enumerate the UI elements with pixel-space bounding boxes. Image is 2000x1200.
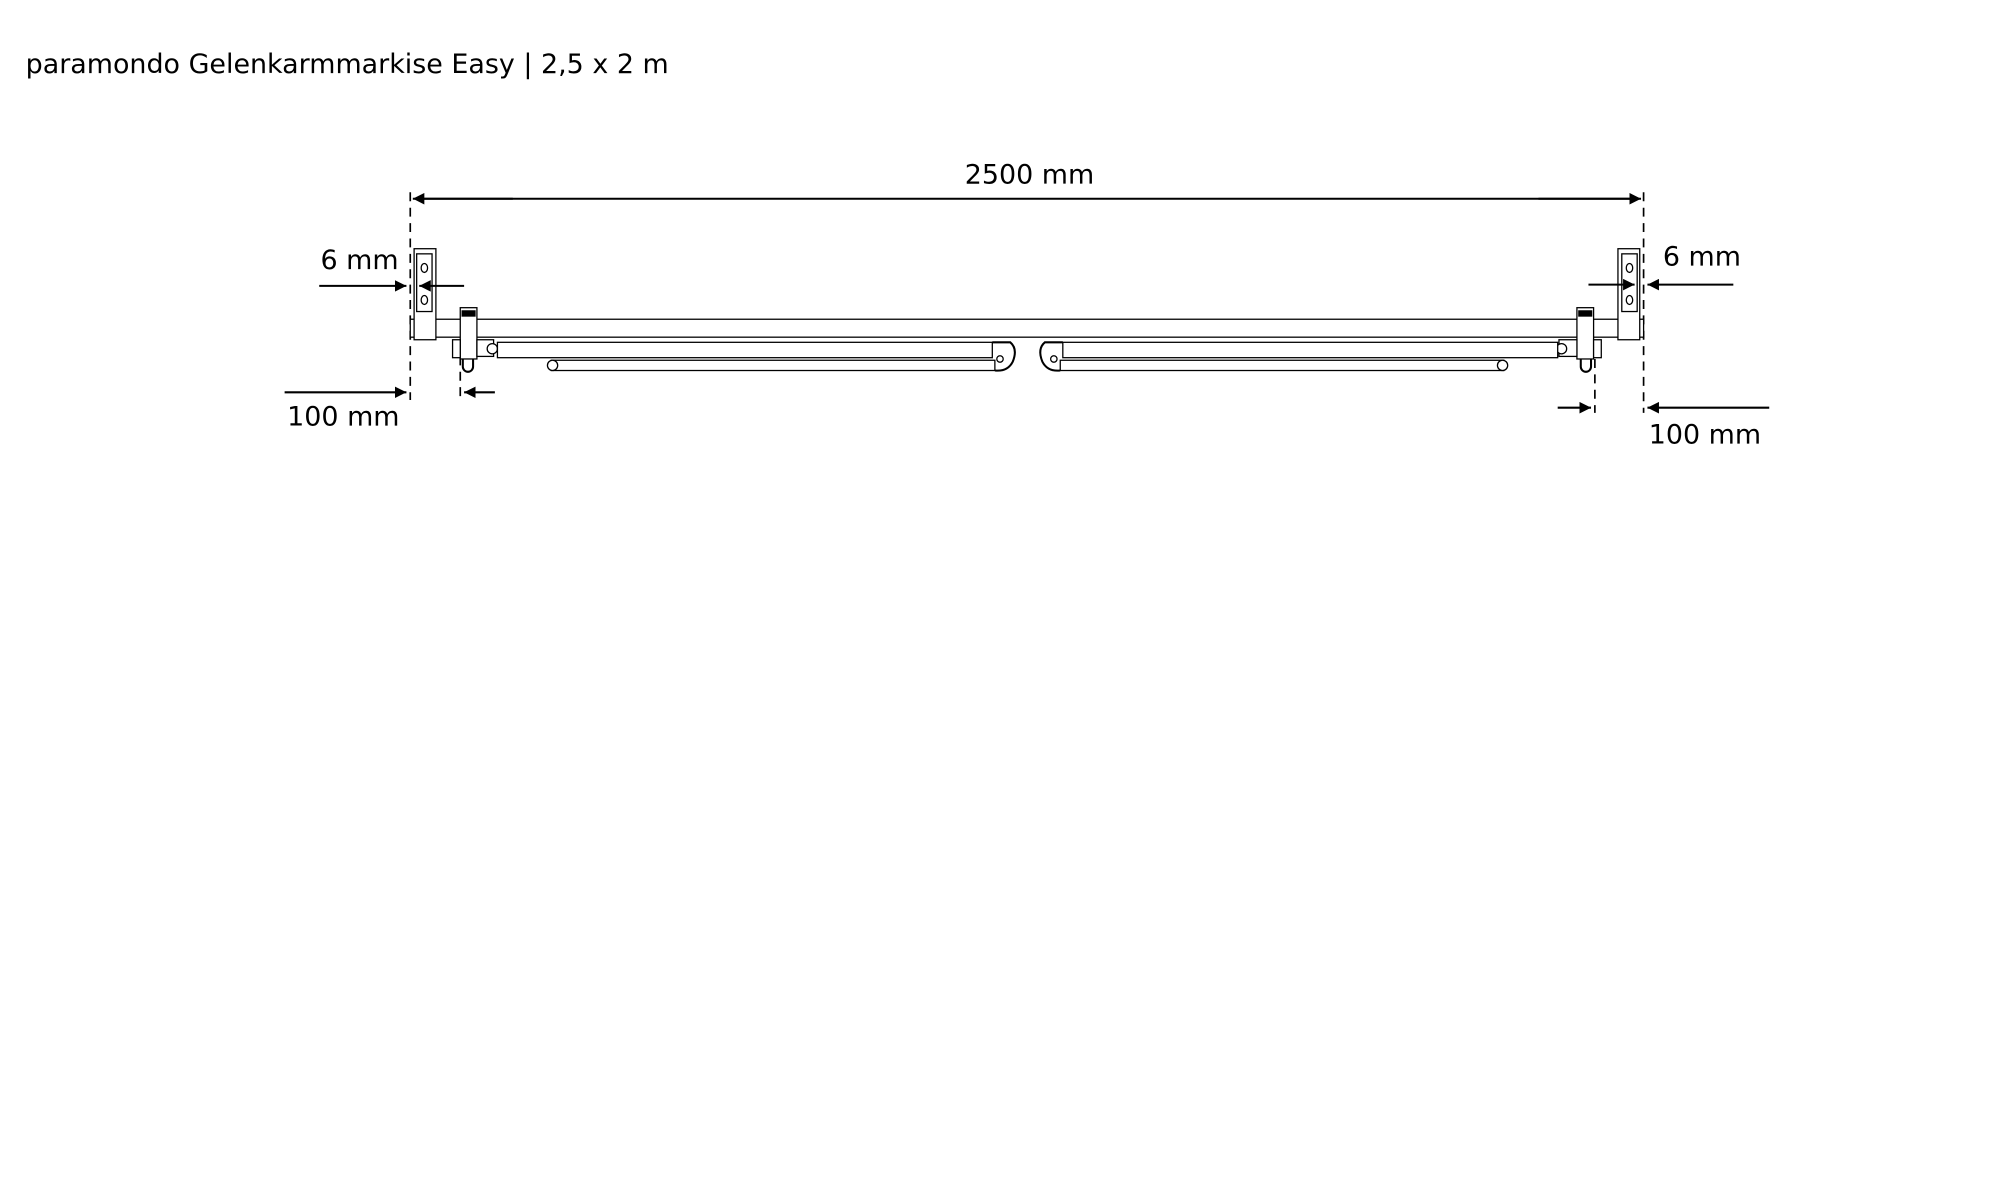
total-width-label: 2500 mm (965, 159, 1094, 190)
right-arm-offset-label: 100 mm (1649, 420, 1761, 451)
awning-cassette-bar (409, 318, 1645, 338)
left-folding-arm (496, 341, 1016, 372)
right-arm-offset-dimension: 100 mm (1557, 401, 1770, 451)
left-wall-bracket (413, 248, 437, 341)
left-bracket-offset-label: 6 mm (321, 245, 399, 276)
right-bracket-offset-label: 6 mm (1663, 241, 1741, 272)
right-arm-mount (1555, 307, 1602, 373)
left-bracket-offset-dimension: 6 mm (319, 245, 465, 292)
right-folding-arm (1039, 341, 1559, 372)
right-bracket-offset-dimension: 6 mm (1588, 241, 1741, 291)
right-wall-bracket (1617, 248, 1641, 341)
left-arm-mount (451, 307, 499, 373)
left-arm-offset-dimension: 100 mm (284, 386, 495, 433)
page-title: paramondo Gelenkarmmarkise Easy | 2,5 x … (26, 49, 669, 80)
total-width-dimension: 2500 mm (412, 159, 1642, 205)
left-arm-offset-label: 100 mm (287, 402, 399, 433)
